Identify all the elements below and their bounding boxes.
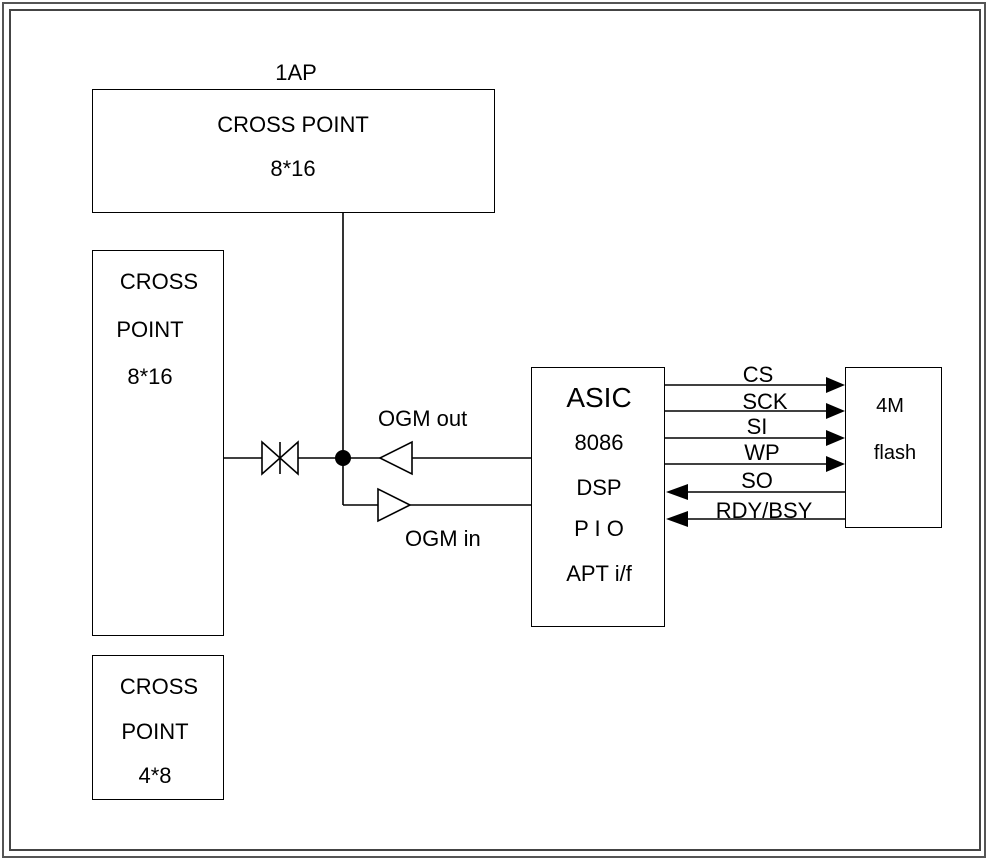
arrow-so-icon xyxy=(666,484,688,500)
ogm-out-buffer-icon xyxy=(378,440,413,476)
left-block-line1: CROSS xyxy=(119,269,199,294)
asic-line-8086: 8086 xyxy=(574,430,624,455)
top-block-line2: 8*16 xyxy=(270,156,316,181)
bottom-block-line1: CROSS xyxy=(119,674,199,699)
top-block-title: 1AP xyxy=(275,60,317,85)
arrow-rdy-bsy-icon xyxy=(666,511,688,527)
flash-block: 4M flash xyxy=(845,367,942,528)
arrow-si-icon xyxy=(826,430,845,446)
signal-label-cs: CS xyxy=(742,362,774,387)
signal-label-rdy-bsy: RDY/BSY xyxy=(715,498,813,523)
arrow-cs-icon xyxy=(826,377,845,393)
ogm-in-label: OGM in xyxy=(405,526,481,551)
signal-label-so: SO xyxy=(741,468,773,493)
top-block-line1: CROSS POINT xyxy=(217,112,369,137)
asic-block: ASIC 8086 DSP P I O APT i/f xyxy=(531,367,665,627)
signal-label-si: SI xyxy=(746,414,768,439)
flash-line2: flash xyxy=(873,442,917,464)
left-cross-point-block: CROSS POINT 8*16 xyxy=(92,250,224,636)
bottom-cross-point-block: CROSS POINT 4*8 xyxy=(92,655,224,800)
asic-line-pio: P I O xyxy=(574,516,624,541)
arrow-wp-icon xyxy=(826,456,845,472)
asic-line-asic: ASIC xyxy=(566,382,632,413)
bottom-block-line2: POINT xyxy=(121,719,189,744)
asic-line-apt: APT i/f xyxy=(566,561,632,586)
signal-label-sck: SCK xyxy=(742,389,788,414)
analog-switch-icon xyxy=(261,440,299,476)
top-cross-point-block: CROSS POINT 8*16 xyxy=(92,89,495,213)
left-block-line3: 8*16 xyxy=(127,364,173,389)
left-block-line2: POINT xyxy=(116,317,184,342)
bottom-block-line3: 4*8 xyxy=(138,763,172,788)
ogm-in-buffer-icon xyxy=(377,487,412,523)
flash-line1: 4M xyxy=(876,395,904,417)
asic-line-dsp: DSP xyxy=(576,475,622,500)
signal-label-wp: WP xyxy=(744,440,780,465)
ogm-out-label: OGM out xyxy=(378,406,468,431)
inner-frame xyxy=(9,9,981,851)
arrow-sck-icon xyxy=(826,403,845,419)
junction-dot xyxy=(335,450,351,466)
